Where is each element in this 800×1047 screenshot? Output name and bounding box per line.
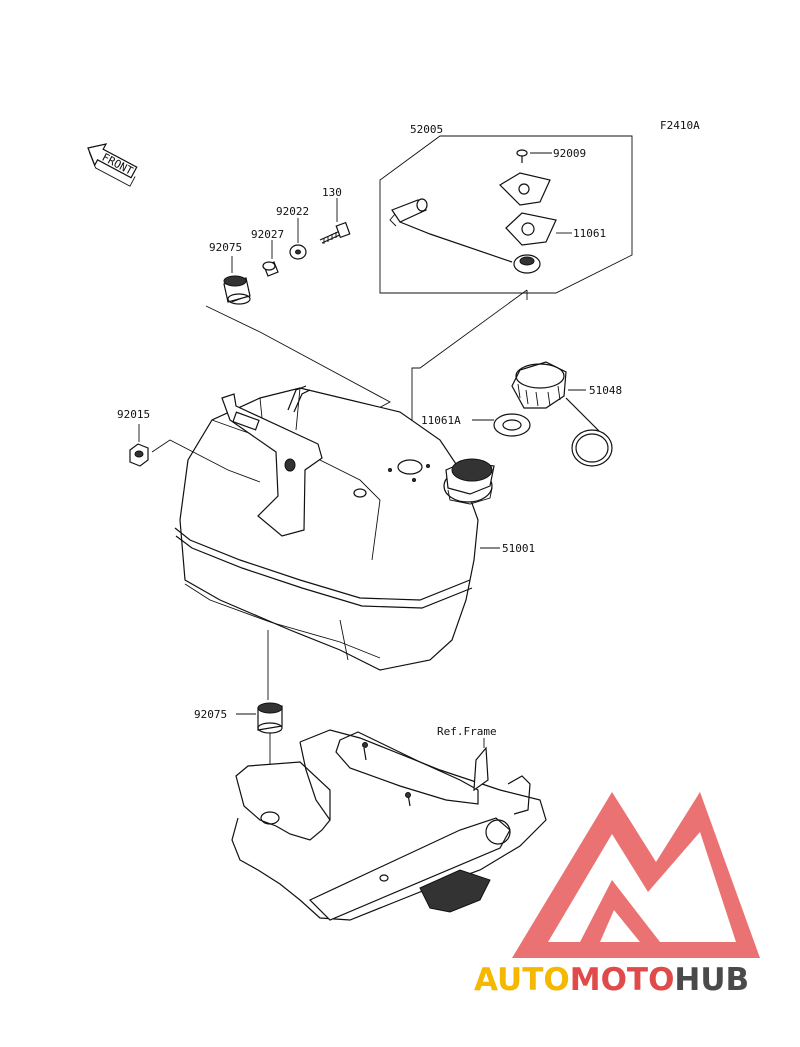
watermark-logo-icon xyxy=(512,792,760,958)
damper-92075-top xyxy=(223,275,251,305)
label-92027: 92027 xyxy=(251,228,284,241)
label-ref-frame: Ref.Frame xyxy=(437,725,497,738)
label-11061A: 11061A xyxy=(421,414,461,427)
label-92022: 92022 xyxy=(276,205,309,218)
damper-92075-bottom xyxy=(257,702,283,734)
label-92075-top: 92075 xyxy=(209,241,242,254)
collar-92027 xyxy=(262,261,279,277)
kit-52005-frame xyxy=(379,135,633,300)
label-52005: 52005 xyxy=(410,123,443,136)
label-51001: 51001 xyxy=(502,542,535,555)
brand-auto: AUTO xyxy=(474,962,570,998)
label-11061: 11061 xyxy=(573,227,606,240)
brand-moto: MOTO xyxy=(569,962,675,998)
nut-92015 xyxy=(129,443,149,467)
gasket-11061A xyxy=(493,413,531,437)
bolt-130 xyxy=(319,221,351,244)
triangle-plate xyxy=(499,172,551,206)
label-92075-bottom: 92075 xyxy=(194,708,227,721)
gasket-11061 xyxy=(505,212,557,246)
label-92009: 92009 xyxy=(553,147,586,160)
washer-92022 xyxy=(289,244,307,260)
watermark-brand: AUTOMOTOHUB xyxy=(474,962,749,998)
front-arrow-icon: FRONT xyxy=(87,143,138,187)
label-92015: 92015 xyxy=(117,408,150,421)
front-label: FRONT xyxy=(100,151,136,178)
brand-hub: HUB xyxy=(674,962,750,998)
fuel-gauge-sender xyxy=(389,198,541,274)
cap-51048 xyxy=(511,361,613,467)
fuel-tank-51001 xyxy=(174,385,495,671)
screw-92009 xyxy=(516,149,528,163)
label-51048: 51048 xyxy=(589,384,622,397)
label-130: 130 xyxy=(322,186,342,199)
reference-frame xyxy=(231,729,547,921)
figure-code: F2410A xyxy=(660,119,700,132)
